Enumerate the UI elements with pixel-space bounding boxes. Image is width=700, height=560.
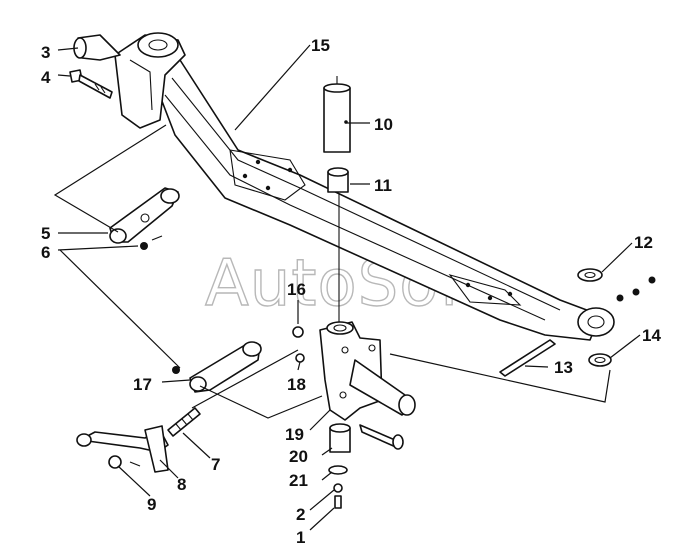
bolt-knuckle [359, 424, 404, 450]
callout-9: 9 [147, 495, 156, 514]
washer-14-hole [594, 356, 606, 364]
callout-19: 19 [285, 425, 304, 444]
callout-16: 16 [287, 280, 306, 299]
callout-11: 11 [374, 176, 392, 195]
callout-21: 21 [289, 471, 308, 490]
tie-rod-bolt-7 [167, 407, 201, 437]
lever-8 [76, 425, 169, 473]
nut-9 [108, 455, 141, 469]
pin-3 [73, 34, 121, 61]
callout-17: 17 [133, 375, 152, 394]
callout-8: 8 [177, 475, 186, 494]
nut-16 [292, 326, 304, 338]
washer-12-hole [584, 271, 596, 279]
callout-10: 10 [374, 115, 393, 134]
rod-13 [499, 339, 556, 377]
callout-12: 12 [634, 233, 653, 252]
callout-1: 1 [296, 528, 305, 547]
steering-arm-5 [109, 187, 180, 250]
bolt-1 [334, 495, 342, 509]
callout-2: 2 [296, 505, 305, 524]
callout-5: 5 [41, 224, 50, 243]
bushing-20 [329, 423, 351, 453]
callout-4: 4 [41, 68, 51, 87]
king-pin-10 [323, 76, 351, 153]
axle-beam [114, 32, 615, 341]
leader-lines [53, 44, 641, 531]
washer-21 [328, 465, 348, 475]
bushing-11 [327, 167, 349, 193]
steering-knuckle-19 [319, 321, 416, 421]
nut-right-c [648, 276, 656, 284]
callout-3: 3 [41, 43, 50, 62]
nut-18 [295, 353, 305, 363]
callout-18: 18 [287, 375, 306, 394]
callout-15: 15 [311, 36, 330, 55]
washer-14 [588, 353, 612, 367]
callout-20: 20 [289, 447, 308, 466]
callout-14: 14 [642, 326, 661, 345]
callout-6: 6 [41, 243, 50, 262]
nut-right-b [632, 288, 640, 296]
nut-right-a [616, 294, 624, 302]
washer-12 [577, 268, 603, 282]
bolt-4 [69, 69, 113, 99]
callouts: 3 4 15 10 11 5 6 12 16 14 13 17 18 19 7 … [41, 36, 661, 547]
callout-7: 7 [211, 455, 220, 474]
steering-arm-17 [172, 341, 262, 393]
nut-2 [333, 483, 343, 493]
callout-13: 13 [554, 358, 573, 377]
